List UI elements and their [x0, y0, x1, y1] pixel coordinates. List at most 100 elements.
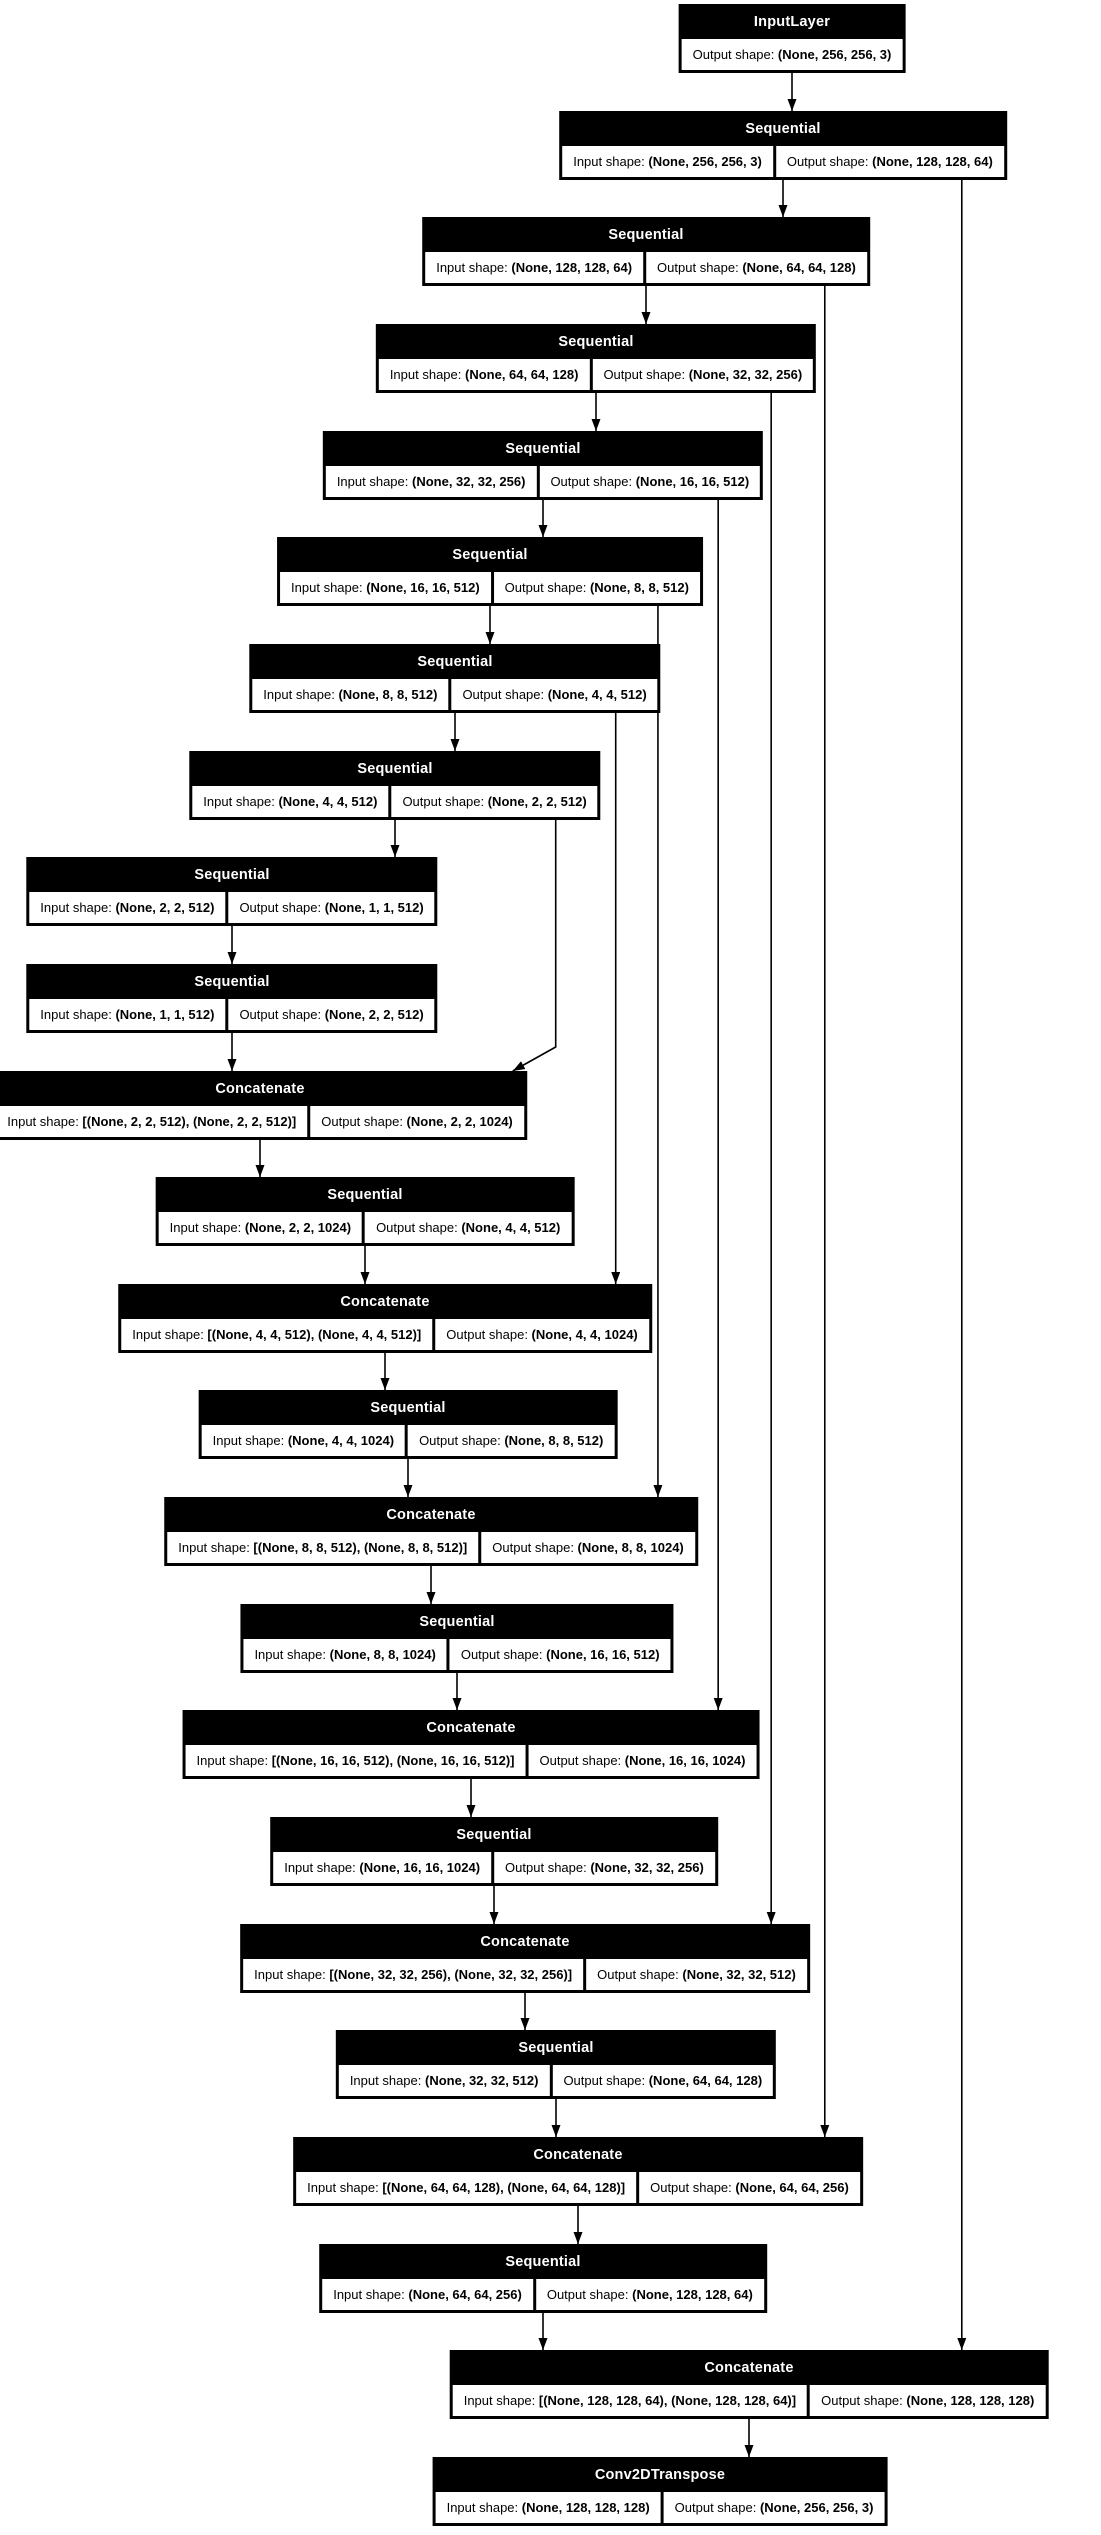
shape-row: Input shape: (None, 4, 4, 1024)Output sh… — [201, 1425, 615, 1456]
input-shape-value: [(None, 2, 2, 512), (None, 2, 2, 512)] — [82, 1114, 297, 1129]
layer-type-label: Sequential — [608, 227, 684, 243]
input-shape-cell: Input shape: (None, 4, 4, 1024) — [201, 1425, 406, 1456]
output-shape-prefix: Output shape: — [239, 1007, 325, 1022]
output-shape-cell: Output shape: (None, 16, 16, 512) — [449, 1639, 671, 1670]
input-shape-prefix: Input shape: — [212, 1433, 288, 1448]
output-shape-prefix: Output shape: — [603, 367, 689, 382]
input-shape-cell: Input shape: (None, 4, 4, 512) — [192, 786, 389, 817]
input-shape-cell: Input shape: (None, 32, 32, 256) — [325, 466, 537, 497]
layer-type-label: Sequential — [194, 867, 270, 883]
input-shape-value: (None, 2, 2, 512) — [115, 900, 215, 915]
input-shape-prefix: Input shape: — [446, 2500, 522, 2515]
input-shape-prefix: Input shape: — [7, 1114, 83, 1129]
layer-type-label: Concatenate — [426, 1720, 516, 1736]
output-shape-value: (None, 128, 128, 128) — [906, 2393, 1035, 2408]
output-shape-cell: Output shape: (None, 64, 64, 256) — [639, 2172, 860, 2203]
shape-row: Input shape: (None, 128, 128, 128)Output… — [435, 2492, 885, 2523]
input-shape-value: [(None, 8, 8, 512), (None, 8, 8, 512)] — [253, 1540, 468, 1555]
layer-type-label: Concatenate — [533, 2147, 623, 2163]
output-shape-value: (None, 4, 4, 1024) — [531, 1327, 638, 1342]
shape-row: Input shape: (None, 16, 16, 512)Output s… — [280, 572, 700, 603]
output-shape-value: (None, 2, 2, 512) — [487, 794, 587, 809]
layer-type-label: Sequential — [452, 547, 528, 563]
output-shape-cell: Output shape: (None, 16, 16, 1024) — [528, 1745, 757, 1776]
input-shape-prefix: Input shape: — [196, 1753, 272, 1768]
input-shape-value: (None, 2, 2, 1024) — [244, 1220, 352, 1235]
output-shape-prefix: Output shape: — [563, 2073, 649, 2088]
input-shape-cell: Input shape: [(None, 32, 32, 256), (None… — [243, 1959, 584, 1990]
output-shape-value: (None, 1, 1, 512) — [324, 900, 424, 915]
output-shape-prefix: Output shape: — [786, 154, 873, 169]
layer-type-label: Concatenate — [480, 1934, 570, 1950]
input-shape-cell: Input shape: (None, 8, 8, 512) — [252, 679, 449, 710]
output-shape-cell: Output shape: (None, 8, 8, 1024) — [481, 1532, 695, 1563]
shape-row: Input shape: (None, 32, 32, 256)Output s… — [325, 466, 761, 497]
layer-type-label: Conv2DTranspose — [594, 2467, 726, 2483]
input-shape-prefix: Input shape: — [307, 2180, 383, 2195]
shape-row: Input shape: (None, 1, 1, 512)Output sha… — [29, 999, 435, 1030]
output-shape-prefix: Output shape: — [650, 2180, 736, 2195]
input-shape-prefix: Input shape: — [333, 2287, 409, 2302]
input-shape-prefix: Input shape: — [463, 2393, 539, 2408]
output-shape-value: (None, 32, 32, 256) — [590, 1860, 704, 1875]
shape-row: Output shape: (None, 256, 256, 3) — [681, 39, 903, 70]
layer-type-label: Concatenate — [215, 1081, 305, 1097]
input-shape-prefix: Input shape: — [336, 474, 412, 489]
output-shape-value: (None, 16, 16, 512) — [546, 1647, 660, 1662]
shape-row: Input shape: (None, 16, 16, 1024)Output … — [273, 1852, 715, 1883]
output-shape-prefix: Output shape: — [446, 1327, 532, 1342]
output-shape-prefix: Output shape: — [657, 260, 743, 275]
input-shape-value: (None, 4, 4, 512) — [278, 794, 378, 809]
input-shape-value: [(None, 32, 32, 256), (None, 32, 32, 256… — [329, 1967, 573, 1982]
input-shape-prefix: Input shape: — [573, 154, 649, 169]
input-shape-cell: Input shape: (None, 16, 16, 512) — [280, 572, 491, 603]
layer-type-label: Sequential — [327, 1187, 403, 1203]
output-shape-prefix: Output shape: — [674, 2500, 760, 2515]
layer-type-label: Sequential — [558, 334, 634, 350]
output-shape-prefix: Output shape: — [539, 1753, 625, 1768]
output-shape-prefix: Output shape: — [419, 1433, 505, 1448]
output-shape-prefix: Output shape: — [597, 1967, 683, 1982]
input-shape-value: (None, 16, 16, 512) — [366, 580, 480, 595]
layer-type-label: Sequential — [456, 1827, 532, 1843]
output-shape-cell: Output shape: (None, 2, 2, 512) — [391, 786, 598, 817]
input-shape-value: (None, 16, 16, 1024) — [359, 1860, 481, 1875]
output-shape-cell: Output shape: (None, 2, 2, 512) — [228, 999, 435, 1030]
output-shape-value: (None, 64, 64, 256) — [735, 2180, 849, 2195]
layer-type-label: InputLayer — [753, 14, 831, 30]
input-shape-cell: Input shape: (None, 1, 1, 512) — [29, 999, 226, 1030]
input-shape-cell: Input shape: (None, 2, 2, 512) — [29, 892, 226, 923]
input-shape-prefix: Input shape: — [389, 367, 465, 382]
shape-row: Input shape: (None, 4, 4, 512)Output sha… — [192, 786, 598, 817]
output-shape-cell: Output shape: (None, 8, 8, 512) — [408, 1425, 615, 1456]
input-shape-prefix: Input shape: — [132, 1327, 208, 1342]
shape-row: Input shape: (None, 8, 8, 512)Output sha… — [252, 679, 658, 710]
input-shape-prefix: Input shape: — [169, 1220, 245, 1235]
shape-row: Input shape: (None, 32, 32, 512) Output s… — [338, 2065, 774, 2096]
input-shape-value: (None, 8, 8, 1024) — [329, 1647, 436, 1662]
input-shape-cell: Input shape: (None, 32, 32, 512) — [338, 2065, 550, 2096]
output-shape-value: (None, 256, 256, 3) — [777, 47, 892, 62]
output-shape-prefix: Output shape: — [546, 2287, 633, 2302]
shape-row: Input shape: [(None, 64, 64, 128), (None… — [296, 2172, 860, 2203]
layer-type-label: Sequential — [357, 761, 433, 777]
shape-row: Input shape: (None, 64, 64, 128)Output s… — [378, 359, 814, 390]
input-shape-prefix: Input shape: — [291, 580, 367, 595]
